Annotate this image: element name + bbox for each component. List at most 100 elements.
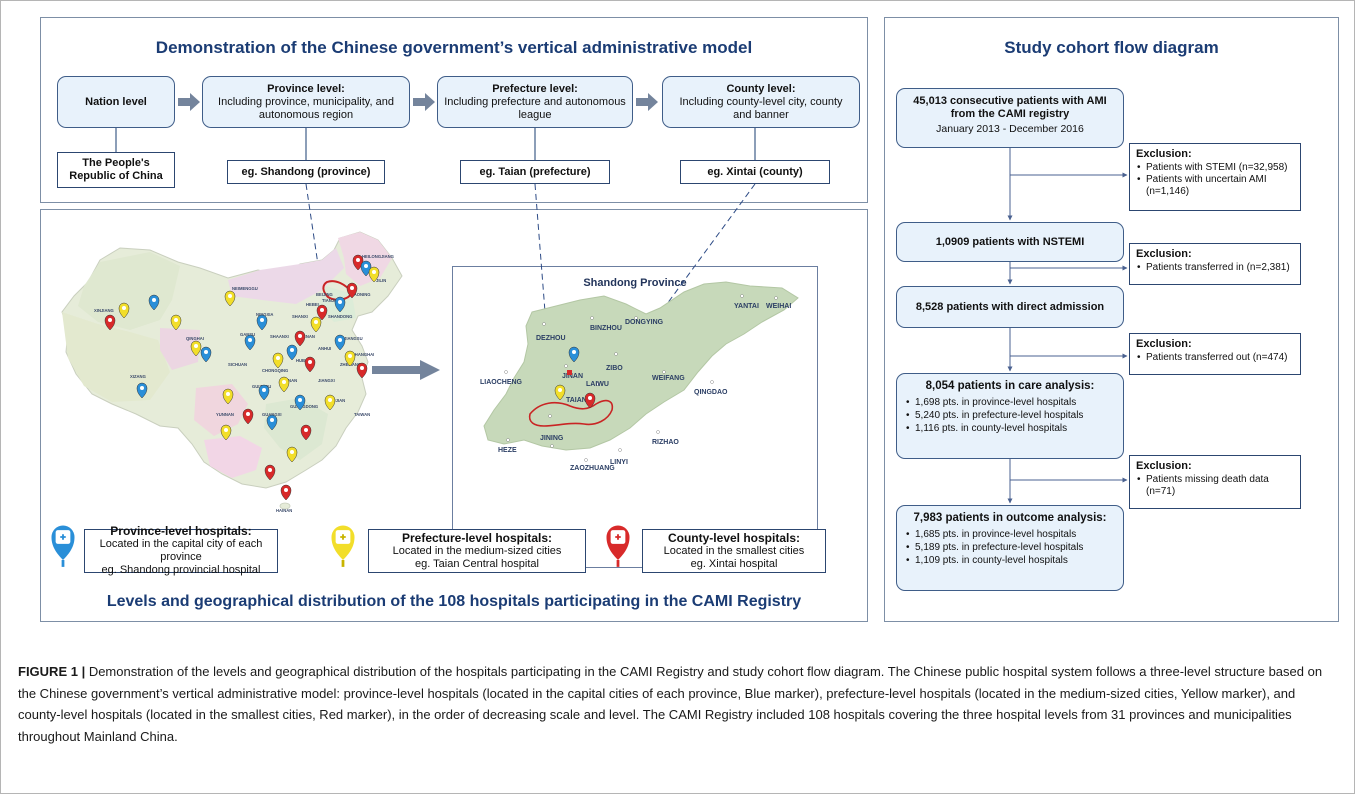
- svg-text:DEZHOU: DEZHOU: [536, 335, 566, 342]
- flow-care-item-province: 1,698 pts. in province-level hospitals: [905, 396, 1115, 409]
- flow-care-box: 8,054 patients in care analysis: 1,698 p…: [896, 373, 1124, 459]
- shandong-inset-title: Shandong Province: [583, 277, 687, 289]
- svg-text:NEIMENGGU: NEIMENGGU: [232, 286, 258, 291]
- flow-care-title: 8,054 patients in care analysis:: [925, 380, 1095, 392]
- flow-connectors: [1007, 148, 1128, 504]
- svg-text:HEZE: HEZE: [498, 447, 517, 454]
- svg-text:ZAOZHUANG: ZAOZHUANG: [570, 465, 615, 472]
- svg-text:SHANXI: SHANXI: [292, 314, 308, 319]
- legend-county-line1: Located in the smallest cities: [663, 544, 805, 557]
- flow-start-line1: 45,013 consecutive patients with AMI: [913, 95, 1107, 107]
- prefecture-level-box: Prefecture level: Including prefecture a…: [437, 76, 633, 128]
- legend-county-title: County-level hospitals:: [667, 530, 801, 545]
- shandong-map: DEZHOU BINZHOU DONGYING YANTAI WEIHAI JI…: [480, 281, 799, 472]
- exclusion-3-heading: Exclusion:: [1136, 338, 1192, 350]
- svg-text:WEIFANG: WEIFANG: [652, 375, 685, 382]
- prefecture-example-box: eg. Taian (prefecture): [460, 160, 610, 184]
- svg-text:HEBEI: HEBEI: [306, 302, 319, 307]
- exclusion-box-1: Exclusion: Patients with STEMI (n=32,958…: [1129, 143, 1301, 211]
- county-example: eg. Xintai (county): [707, 165, 803, 178]
- flow-nstemi-label: 1,0909 patients with NSTEMI: [935, 235, 1085, 248]
- svg-text:NINGXIA: NINGXIA: [256, 312, 273, 317]
- nation-example-box: The People's Republic of China: [57, 152, 175, 188]
- flow-outcome-item-county: 1,109 pts. in county-level hospitals: [905, 554, 1115, 567]
- legend-prefecture-line2: eg. Taian Central hospital: [415, 557, 539, 570]
- svg-text:RIZHAO: RIZHAO: [652, 439, 679, 446]
- prefecture-level-label: Prefecture level:: [492, 82, 578, 95]
- exclusion-4-item: Patients missing death data (n=71): [1136, 474, 1294, 498]
- svg-text:YANTAI: YANTAI: [734, 303, 759, 310]
- legend-pin-icons: [51, 525, 630, 567]
- flow-outcome-item-province: 1,685 pts. in province-level hospitals: [905, 528, 1115, 541]
- flow-care-item-prefecture: 5,240 pts. in prefecture-level hospitals: [905, 409, 1115, 422]
- svg-text:SHAANXI: SHAANXI: [270, 334, 289, 339]
- legend-province-line2: eg. Shandong provincial hospital: [101, 564, 261, 576]
- flow-start-line2: from the CAMI registry: [950, 108, 1070, 120]
- svg-text:YUNNAN: YUNNAN: [216, 412, 234, 417]
- svg-text:QINGHAI: QINGHAI: [186, 336, 204, 341]
- svg-text:JIANGXI: JIANGXI: [318, 378, 335, 383]
- exclusion-2-item: Patients transferred in (n=2,381): [1136, 262, 1294, 274]
- legend-prefecture-box: Prefecture-level hospitals: Located in t…: [368, 529, 586, 573]
- legend-province-title: Province-level hospitals:: [110, 524, 252, 538]
- svg-text:GUANGDONG: GUANGDONG: [290, 404, 318, 409]
- svg-text:GUANGXI: GUANGXI: [262, 412, 282, 417]
- svg-text:TAIAN: TAIAN: [566, 397, 587, 404]
- flow-panel-title: Study cohort flow diagram: [1004, 38, 1219, 57]
- svg-text:BEIJING: BEIJING: [316, 292, 333, 297]
- county-level-desc: Including county-level city, county and …: [679, 95, 843, 121]
- svg-text:ZIBO: ZIBO: [606, 365, 623, 372]
- province-example-box: eg. Shandong (province): [227, 160, 385, 184]
- svg-text:SHANGHAI: SHANGHAI: [352, 352, 374, 357]
- svg-text:JINING: JINING: [540, 435, 564, 442]
- svg-text:BINZHOU: BINZHOU: [590, 325, 622, 332]
- svg-text:LAIWU: LAIWU: [586, 381, 609, 388]
- legend-province-box: Province-level hospitals: Located in the…: [84, 525, 278, 576]
- svg-text:JILIN: JILIN: [376, 278, 386, 283]
- flow-direct-label: 8,528 patients with direct admission: [915, 300, 1105, 313]
- flow-direct-box: 8,528 patients with direct admission: [896, 286, 1124, 328]
- svg-text:LIAONING: LIAONING: [350, 292, 370, 297]
- nation-level-box: Nation level: [57, 76, 175, 128]
- province-level-box: Province level: Including province, muni…: [202, 76, 410, 128]
- svg-text:CHONGQING: CHONGQING: [262, 368, 288, 373]
- prefecture-level-desc: Including prefecture and autonomous leag…: [444, 95, 626, 121]
- exclusion-box-3: Exclusion: Patients transferred out (n=4…: [1129, 333, 1301, 375]
- svg-text:SHANDONG: SHANDONG: [328, 314, 352, 319]
- flow-outcome-item-prefecture: 5,189 pts. in prefecture-level hospitals: [905, 541, 1115, 554]
- legend-prefecture-line1: Located in the medium-sized cities: [392, 544, 562, 557]
- legend-county-box: County-level hospitals: Located in the s…: [642, 529, 826, 573]
- svg-text:HAINAN: HAINAN: [276, 508, 292, 513]
- svg-text:ANHUI: ANHUI: [318, 346, 331, 351]
- admin-level-arrows: [178, 93, 658, 111]
- svg-text:WEIHAI: WEIHAI: [766, 303, 791, 310]
- exclusion-4-heading: Exclusion:: [1136, 460, 1192, 472]
- svg-text:JINAN: JINAN: [562, 373, 583, 380]
- svg-text:DONGYING: DONGYING: [625, 319, 664, 326]
- exclusion-2-heading: Exclusion:: [1136, 248, 1192, 260]
- flow-start-box: 45,013 consecutive patients with AMI fro…: [896, 88, 1124, 148]
- flow-outcome-title: 7,983 patients in outcome analysis:: [913, 512, 1107, 524]
- map-to-inset-arrow: [372, 360, 440, 380]
- svg-text:XIZANG: XIZANG: [130, 374, 146, 379]
- exclusion-box-2: Exclusion: Patients transferred in (n=2,…: [1129, 243, 1301, 285]
- flow-nstemi-box: 1,0909 patients with NSTEMI: [896, 222, 1124, 262]
- exclusion-box-4: Exclusion: Patients missing death data (…: [1129, 455, 1301, 509]
- province-level-label: Province level:: [267, 82, 345, 95]
- flow-start-line3: January 2013 - December 2016: [936, 123, 1084, 135]
- legend-prefecture-title: Prefecture-level hospitals:: [401, 530, 553, 545]
- flow-outcome-box: 7,983 patients in outcome analysis: 1,68…: [896, 505, 1124, 591]
- china-map: HEILONGJIANG JILIN LIAONING XINJIANG NEI…: [61, 231, 403, 513]
- svg-text:TAIWAN: TAIWAN: [354, 412, 370, 417]
- legend-county-line2: eg. Xintai hospital: [690, 557, 778, 570]
- jinan-capital-marker: [567, 370, 572, 375]
- svg-text:QINGDAO: QINGDAO: [694, 389, 728, 396]
- legend-province-line1: Located in the capital city of each prov…: [99, 538, 263, 563]
- flow-care-item-county: 1,116 pts. in county-level hospitals: [905, 422, 1115, 435]
- svg-text:JIANGSU: JIANGSU: [344, 336, 363, 341]
- svg-text:SICHUAN: SICHUAN: [228, 362, 247, 367]
- svg-text:HUBEI: HUBEI: [296, 358, 309, 363]
- province-level-desc: Including province, municipality, and au…: [218, 95, 394, 121]
- svg-text:TIANJIN: TIANJIN: [322, 298, 338, 303]
- svg-text:LIAOCHENG: LIAOCHENG: [480, 379, 523, 386]
